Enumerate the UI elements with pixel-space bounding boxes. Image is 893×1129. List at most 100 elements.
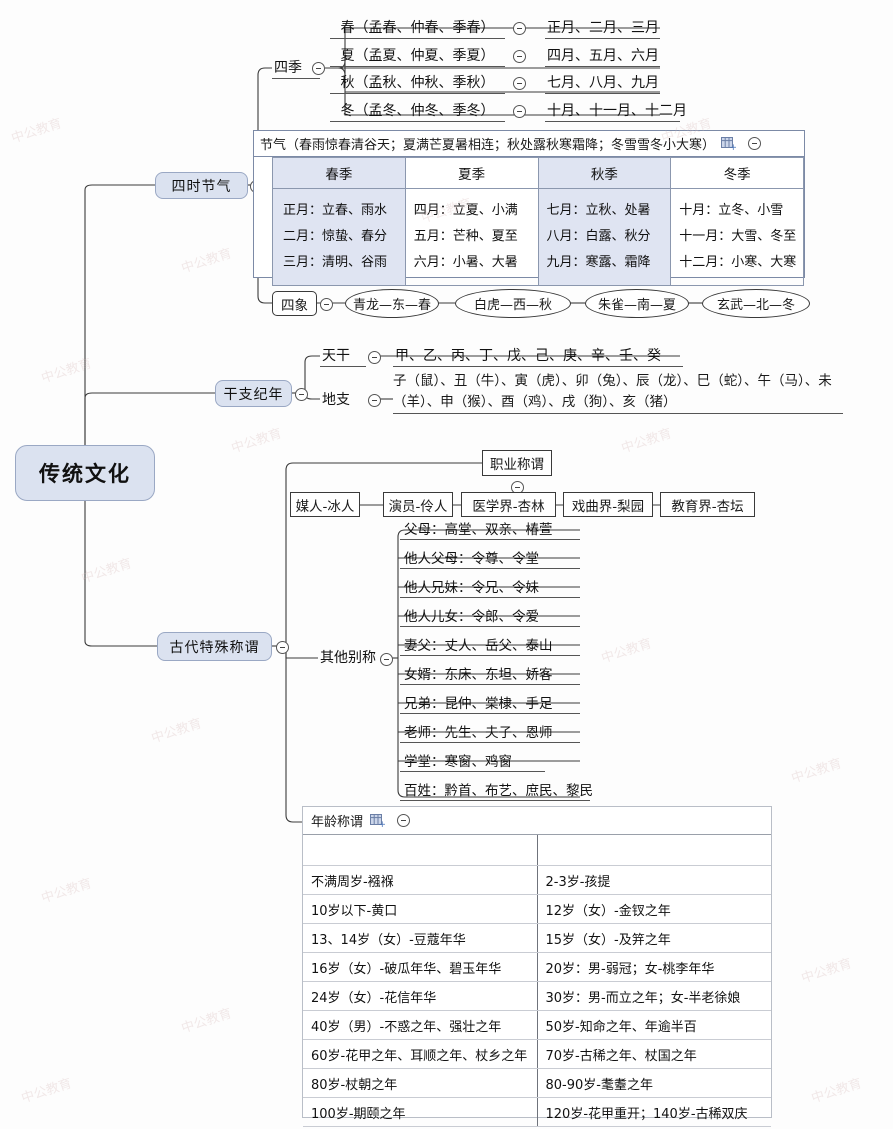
table-cell: 60岁-花甲之年、耳顺之年、杖乡之年: [303, 1039, 537, 1069]
table-cell: 不满周岁-襁褓: [303, 865, 537, 895]
jieqi-header-cell: 夏季: [404, 157, 539, 189]
table-row: 16岁（女）-破瓜年华、碧玉年华 20岁：男-弱冠；女-桃李年华: [303, 952, 771, 982]
table-cell: 15岁（女）-及笄之年: [536, 923, 771, 953]
table-row: 100岁-期颐之年 120岁-花甲重开；140岁-古稀双庆: [303, 1097, 771, 1127]
nianling-table: 不满周岁-襁褓 2-3岁-孩提 10岁以下-黄口 12岁（女）-金钗之年 13、…: [303, 834, 771, 1127]
zhiye-item[interactable]: 演员-伶人: [383, 492, 453, 517]
svg-text:+: +: [379, 820, 386, 828]
watermark: 中公教育: [619, 426, 674, 457]
collapse-toggle-siji[interactable]: [312, 62, 325, 75]
siji-row-months: 正月、二月、三月: [545, 16, 660, 39]
branch-node-sishijieqi[interactable]: 四时节气: [155, 172, 248, 199]
table-row: 不满周岁-襁褓 2-3岁-孩提: [303, 865, 771, 895]
qita-item: 父母：高堂、双亲、椿萱: [400, 518, 580, 540]
watermark: 中公教育: [39, 876, 94, 907]
watermark: 中公教育: [9, 116, 64, 147]
siji-row-months: 七月、八月、九月: [545, 71, 660, 94]
dizhi-node[interactable]: 地支: [322, 391, 350, 408]
siji-row-name: 春（孟春、仲春、季春）: [330, 16, 505, 39]
branch-node-gudaichengwei[interactable]: 古代特殊称谓: [157, 632, 272, 661]
nianling-title: 年龄称谓: [311, 815, 364, 830]
jieqi-table-wrapper: 节气（春雨惊春清谷天；夏满芒夏暑相连；秋处露秋寒霜降；冬雪雪冬小大寒） + 春季…: [253, 130, 805, 286]
jieqi-body-row: 正月：立春、雨水 二月：惊蛰、春分 三月：清明、谷雨 四月：立夏、小满 五月：芒…: [254, 188, 804, 286]
collapse-toggle-sixiang[interactable]: [320, 298, 333, 311]
jieqi-body-cell: 四月：立夏、小满 五月：芒种、夏至 六月：小暑、大暑: [404, 188, 539, 286]
branch-node-ganzhijinian[interactable]: 干支纪年: [215, 380, 292, 407]
siji-row-months: 四月、五月、六月: [545, 44, 660, 67]
collapse-toggle-nianling[interactable]: [397, 814, 411, 827]
table-cell: 100岁-期颐之年: [303, 1097, 537, 1127]
table-cell: 120岁-花甲重开；140岁-古稀双庆: [536, 1097, 771, 1127]
nianling-table-wrapper: 年龄称谓 + 不满周岁-襁褓 2-3岁-孩提: [302, 806, 772, 1127]
collapse-toggle-qita[interactable]: [380, 653, 393, 666]
branch-label: 古代特殊称谓: [169, 639, 260, 656]
zhiye-node[interactable]: 职业称谓: [482, 450, 552, 476]
table-cell: 24岁（女）-花信年华: [303, 981, 537, 1011]
sixiang-item[interactable]: 白虎—西—秋: [455, 289, 571, 318]
jieqi-header-cell: 冬季: [670, 157, 804, 189]
collapse-toggle-siji-row[interactable]: [513, 22, 526, 35]
jieqi-header-cell: 春季: [272, 157, 406, 189]
table-row: 60岁-花甲之年、耳顺之年、杖乡之年 70岁-古稀之年、杖国之年: [303, 1039, 771, 1069]
collapse-toggle-siji-row[interactable]: [513, 50, 526, 63]
jieqi-header-row: 春季 夏季 秋季 冬季: [254, 157, 804, 189]
table-cell: 40岁（男）-不惑之年、强壮之年: [303, 1010, 537, 1040]
siji-row-months: 十月、十一月、十二月: [545, 99, 687, 122]
collapse-toggle-jieqi[interactable]: [748, 137, 762, 150]
sixiang-item[interactable]: 玄武—北—冬: [702, 289, 810, 318]
sixiang-label: 四象: [281, 297, 308, 314]
jieqi-table: 春季 夏季 秋季 冬季 正月：立春、雨水 二月：惊蛰、春分 三月：清明、谷雨 四…: [254, 157, 804, 286]
zhiye-item[interactable]: 教育界-杏坛: [660, 492, 755, 517]
table-cell: 80岁-杖朝之年: [303, 1068, 537, 1098]
qita-item: 妻父：丈人、岳父、泰山: [400, 634, 580, 656]
siji-row-name: 秋（孟秋、仲秋、季秋）: [330, 71, 505, 94]
table-row: 13、14岁（女）-豆蔻年华 15岁（女）-及笄之年: [303, 923, 771, 953]
zhiye-item[interactable]: 媒人-冰人: [290, 492, 360, 517]
branch-label: 四时节气: [171, 178, 232, 195]
table-cell: 30岁：男-而立之年；女-半老徐娘: [536, 981, 771, 1011]
watermark: 中公教育: [799, 956, 854, 987]
collapse-toggle-zhiye[interactable]: [511, 481, 524, 494]
collapse-toggle-tiangan[interactable]: [368, 351, 381, 364]
jieqi-title-bar: 节气（春雨惊春清谷天；夏满芒夏暑相连；秋处露秋寒霜降；冬雪雪冬小大寒） +: [254, 131, 804, 157]
sixiang-node[interactable]: 四象: [272, 291, 317, 316]
watermark: 中公教育: [809, 1076, 864, 1107]
dizhi-value: 子（鼠）、丑（牛）、寅（虎）、卯（兔）、辰（龙）、巳（蛇）、午（马）、未 （羊）…: [393, 370, 843, 414]
tiangan-node[interactable]: 天干: [320, 345, 366, 367]
collapse-toggle-dizhi[interactable]: [368, 394, 381, 407]
qita-item: 学堂：寒窗、鸡窗: [400, 750, 545, 772]
table-header-cell: [536, 834, 771, 866]
jieqi-body-cell: 七月：立秋、处暑 八月：白露、秋分 九月：寒露、霜降: [537, 188, 672, 286]
watermark: 中公教育: [39, 356, 94, 387]
qita-node[interactable]: 其他别称: [320, 650, 376, 666]
zhiye-item[interactable]: 戏曲界-梨园: [563, 492, 653, 517]
collapse-toggle-gudai[interactable]: [276, 641, 289, 654]
qita-item: 他人父母：令尊、令堂: [400, 547, 580, 569]
table-row: 80岁-杖朝之年 80-90岁-耄耋之年: [303, 1068, 771, 1098]
svg-text:+: +: [730, 143, 737, 151]
collapse-toggle-siji-row[interactable]: [513, 77, 526, 90]
sixiang-item[interactable]: 朱雀—南—夏: [585, 289, 689, 318]
sixiang-item[interactable]: 青龙—东—春: [345, 289, 439, 318]
watermark: 中公教育: [179, 1006, 234, 1037]
collapse-toggle-ganzhi[interactable]: [295, 388, 308, 401]
jieqi-header-cell: 秋季: [537, 157, 672, 189]
qita-item: 他人兄妹：令兄、令妹: [400, 576, 580, 598]
siji-node[interactable]: 四季: [272, 56, 320, 79]
table-cell: 70岁-古稀之年、杖国之年: [536, 1039, 771, 1069]
collapse-toggle-siji-row[interactable]: [513, 105, 526, 118]
root-label: 传统文化: [39, 462, 131, 486]
root-node[interactable]: 传统文化: [15, 445, 155, 501]
watermark: 中公教育: [179, 246, 234, 277]
table-plus-icon[interactable]: +: [721, 136, 737, 153]
siji-label: 四季: [274, 59, 302, 76]
zhiye-item[interactable]: 医学界-杏林: [461, 492, 556, 517]
table-header-cell: [303, 834, 537, 866]
qita-item: 他人儿女：令郎、令爱: [400, 605, 580, 627]
table-cell: 50岁-知命之年、年逾半百: [536, 1010, 771, 1040]
table-plus-icon[interactable]: +: [370, 813, 386, 830]
jieqi-body-cell: 十月：立冬、小雪 十一月：大雪、冬至 十二月：小寒、大寒: [670, 188, 804, 286]
siji-row-name: 冬（孟冬、仲冬、季冬）: [330, 99, 505, 122]
jieqi-body-cell: 正月：立春、雨水 二月：惊蛰、春分 三月：清明、谷雨: [272, 188, 406, 286]
